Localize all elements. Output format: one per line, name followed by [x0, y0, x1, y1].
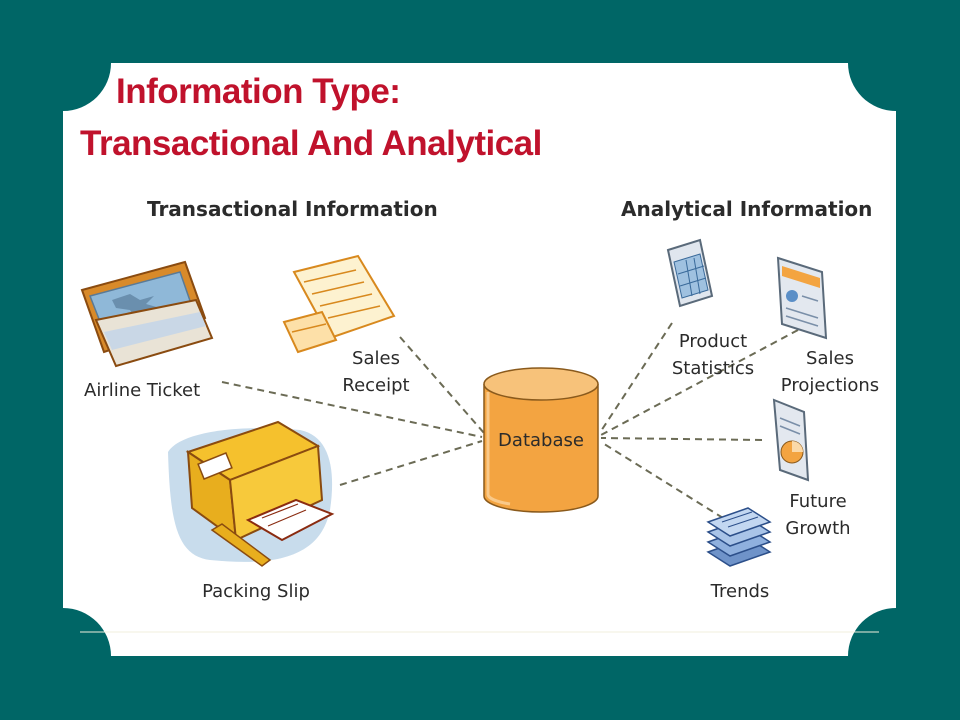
future-growth-label-line-1: Future: [789, 491, 846, 512]
slide-title-line-1: Information Type:: [116, 72, 401, 111]
sales-projections-icon: [776, 256, 828, 340]
connector-lines: [221, 322, 799, 519]
sales-projections-label-line-2: Projections: [781, 375, 879, 396]
connector-airline-ticket: [221, 381, 483, 438]
sales-receipt-label-line-1: Sales: [352, 348, 400, 369]
airline-ticket-icon: [80, 260, 214, 368]
trends-label: Trends: [710, 581, 770, 602]
database-label: Database: [498, 430, 584, 451]
database-icon: [483, 367, 599, 513]
sales-projections-label-line-1: Sales: [806, 348, 854, 369]
transactional-heading: Transactional Information: [147, 197, 438, 221]
product-statistics-label-line-2: Statistics: [672, 358, 754, 379]
packing-slip-icon: [168, 420, 335, 567]
product-statistics-label-line-1: Product: [679, 331, 747, 352]
connector-product-statistics: [600, 322, 673, 432]
connector-sales-receipt: [399, 336, 485, 434]
trends-icon: [706, 507, 772, 567]
packing-slip-label: Packing Slip: [202, 581, 310, 602]
sales-receipt-label-line-2: Receipt: [342, 375, 409, 396]
future-growth-icon: [772, 398, 810, 482]
analytical-heading: Analytical Information: [621, 197, 872, 221]
connector-packing-slip: [339, 440, 483, 486]
airline-ticket-label: Airline Ticket: [84, 380, 200, 401]
slide-title-line-2: Transactional And Analytical: [80, 124, 542, 163]
connector-sales-projections: [600, 329, 799, 436]
connector-trends: [600, 441, 724, 519]
future-growth-label-line-2: Growth: [785, 518, 850, 539]
sales-receipt-icon: [282, 254, 396, 354]
connector-future-growth: [600, 437, 763, 441]
product-statistics-icon: [666, 238, 714, 308]
